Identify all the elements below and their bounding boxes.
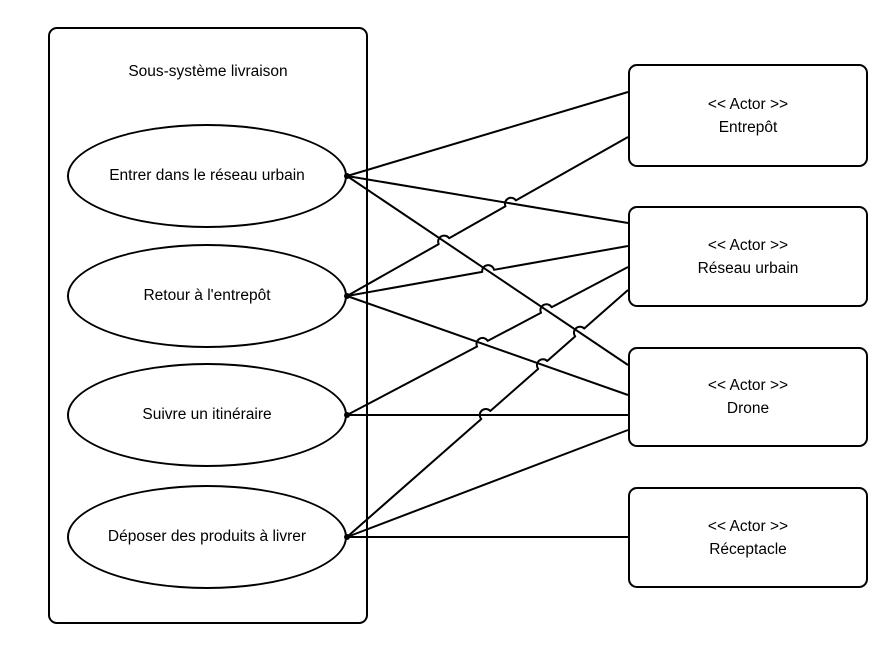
system-boundary-title: Sous-système livraison (128, 63, 288, 80)
edge-entrer-reseau (346, 175, 629, 224)
edge-retour-reseau (346, 245, 629, 297)
actor-entrepot: << Actor >> Entrepôt (628, 64, 868, 167)
edge-retour-drone (346, 295, 629, 396)
edge-deposer-reseau (346, 289, 629, 538)
actor-name: Réceptacle (709, 540, 787, 558)
usecase-label: Entrer dans le réseau urbain (109, 167, 305, 184)
edge-entrer-entrepot (346, 91, 629, 177)
actor-name: Réseau urbain (697, 259, 799, 277)
actor-drone: << Actor >> Drone (628, 347, 868, 447)
actor-name: Drone (726, 400, 770, 417)
usecase-label: Suivre un itinéraire (142, 406, 272, 423)
usecase-entrer-reseau-urbain: Entrer dans le réseau urbain (67, 124, 347, 228)
usecase-deposer-produits: Déposer des produits à livrer (67, 485, 347, 589)
actor-receptacle: << Actor >> Réceptacle (628, 487, 868, 588)
actor-stereotype: << Actor >> (707, 517, 789, 535)
usecase-suivre-itineraire: Suivre un itinéraire (67, 363, 347, 467)
usecase-retour-entrepot: Retour à l'entrepôt (67, 244, 347, 348)
edge-retour-entrepot (346, 136, 629, 297)
usecase-label: Retour à l'entrepôt (143, 287, 271, 304)
actor-name: Entrepôt (718, 118, 778, 136)
actor-reseau-urbain: << Actor >> Réseau urbain (628, 206, 868, 307)
edge-entrer-drone (346, 175, 629, 366)
actor-stereotype: << Actor >> (707, 377, 789, 394)
edge-deposer-drone (346, 429, 629, 538)
edge-suivre-reseau (346, 266, 629, 416)
actor-stereotype: << Actor >> (707, 236, 789, 254)
usecase-label: Déposer des produits à livrer (107, 528, 307, 545)
actor-stereotype: << Actor >> (707, 95, 789, 113)
